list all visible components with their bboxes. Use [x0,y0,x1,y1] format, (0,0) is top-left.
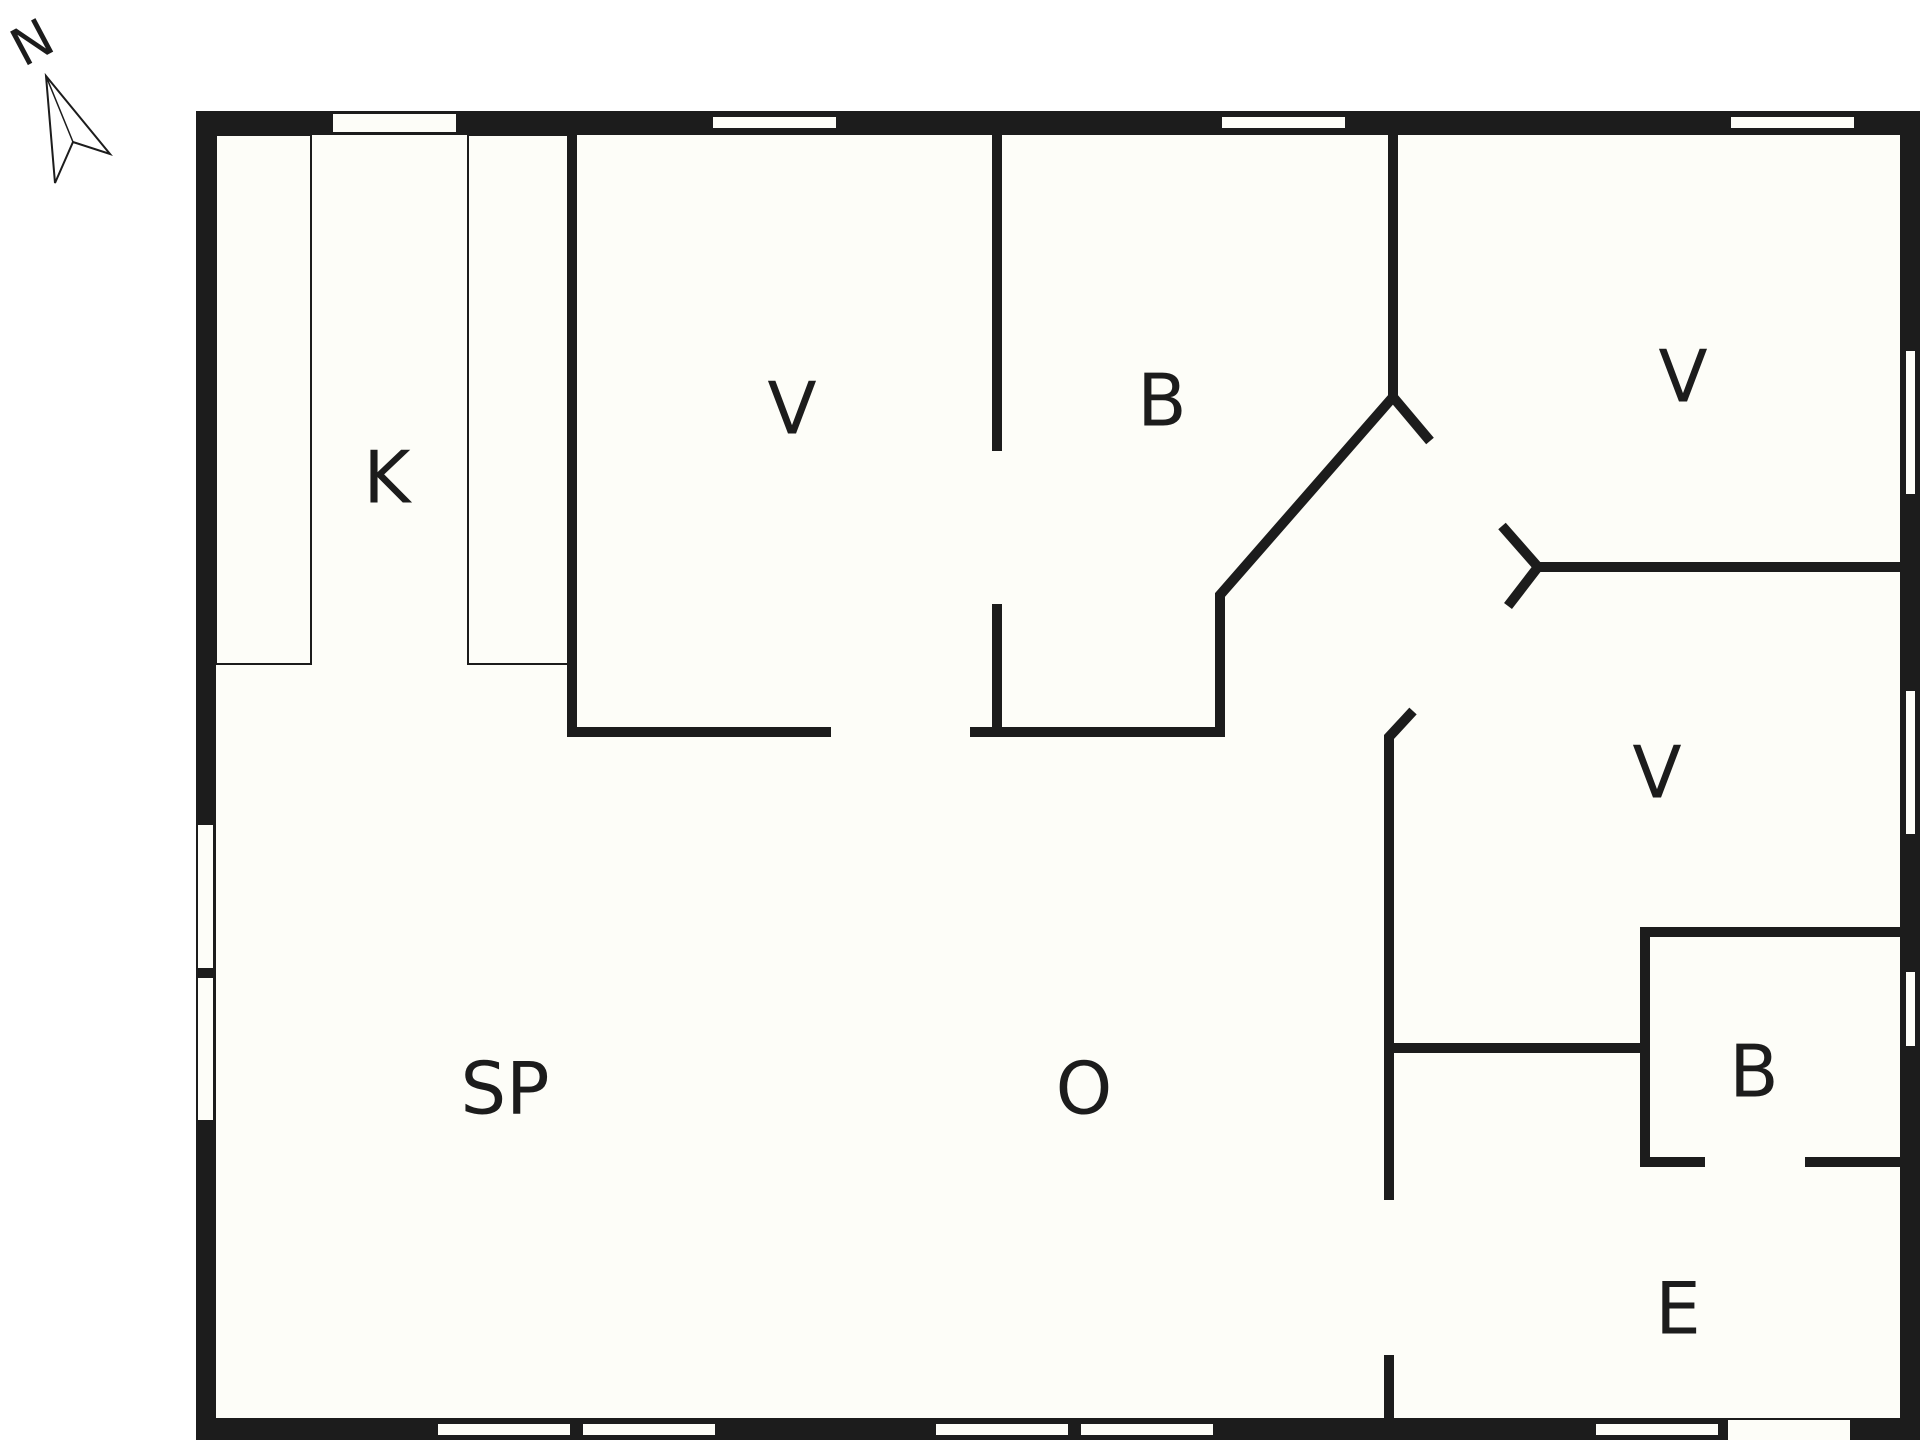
window-north-3 [1731,117,1854,128]
window-north-2 [1222,117,1345,128]
room-label-dining: SP [460,1047,549,1131]
room-label-bathroom-east: B [1729,1030,1778,1114]
compass-north-label: N [1,8,64,79]
room-label-entrance: E [1655,1267,1701,1351]
compass: N [1,8,113,184]
entrance-door-opening [1728,1420,1850,1440]
window-east-1 [1906,351,1915,494]
window-south-3 [936,1424,1068,1435]
wall-bathroom-east [1640,927,1900,1167]
wall-bedroom-north-west [567,135,831,737]
north-arrow-icon [44,72,113,184]
window-east-2 [1906,691,1915,834]
wall-north [196,111,1920,135]
room-label-bedroom-northeast: V [1658,335,1707,419]
window-south-5 [1596,1424,1718,1435]
interior-walls [567,135,1900,1418]
windows [198,114,1915,1440]
door-stub-ne-2 [1504,563,1542,610]
window-west-1 [198,825,213,968]
floor-area [206,124,1907,1419]
window-north-kitchen [333,114,456,132]
room-label-bathroom-north: B [1137,359,1186,443]
north-arrow-spine-icon [45,75,74,143]
counter-left [215,134,312,665]
room-labels: K V B V V B SP O E [363,335,1778,1351]
window-east-3 [1906,972,1915,1046]
room-label-bedroom-north: V [767,367,816,451]
room-label-bedroom-east: V [1632,731,1681,815]
room-label-kitchen: K [363,436,412,520]
window-south-1 [438,1424,570,1435]
wall-west [196,111,216,1440]
door-stub-ne-1 [1498,522,1542,571]
window-west-2 [198,978,213,1120]
door-stub-bath-north [1389,393,1434,445]
window-south-4 [1081,1424,1213,1435]
window-south-2 [583,1424,715,1435]
room-label-living: O [1056,1047,1113,1131]
wall-bathroom-north-enclosure [970,135,1398,737]
window-north-1 [713,117,836,128]
